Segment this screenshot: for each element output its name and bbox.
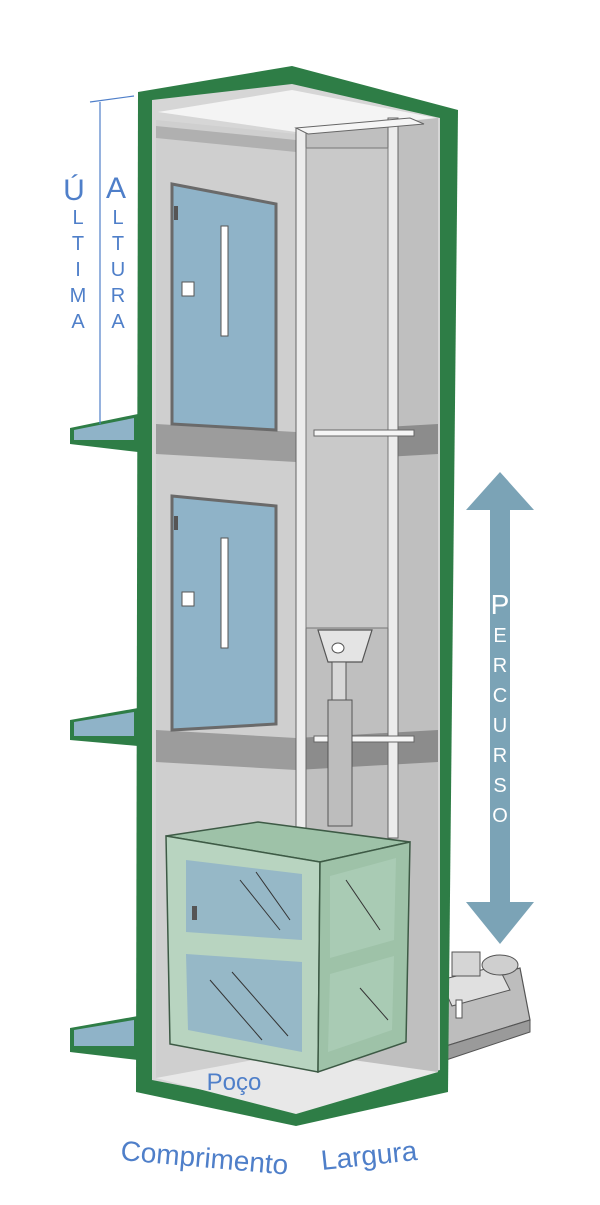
percurso-letter: E — [493, 625, 506, 647]
motor-pump-icon — [437, 951, 531, 1061]
ultima-altura-bracket — [89, 95, 135, 424]
poco-label: Poço — [207, 1069, 262, 1096]
landing-door-icon-lower — [170, 494, 278, 732]
ultima-letter: Ú — [63, 174, 85, 207]
altura-letter: A — [106, 172, 126, 205]
altura-letter: L — [112, 207, 123, 229]
altura-letter: R — [111, 285, 125, 307]
ultima-letter: T — [72, 233, 84, 255]
ultima-letter: A — [71, 311, 85, 333]
ultima-letter: I — [75, 259, 81, 281]
ultima-label: Ú L T I M A — [63, 174, 86, 333]
comprimento-label: Comprimento — [119, 1135, 289, 1181]
altura-letter: U — [111, 259, 125, 281]
altura-letter: A — [111, 311, 125, 333]
altura-letter: T — [112, 233, 124, 255]
ultima-letter: L — [72, 207, 83, 229]
landing-door-icon — [170, 182, 278, 432]
percurso-letter: P — [491, 589, 510, 620]
largura-label: Largura — [319, 1135, 419, 1176]
percurso-arrow — [466, 472, 534, 944]
altura-label: A L T U R A — [106, 172, 126, 333]
percurso-letter: R — [493, 655, 507, 677]
hydraulic-piston-icon — [317, 629, 373, 827]
percurso-letter: R — [493, 745, 507, 767]
percurso-letter: U — [493, 715, 507, 737]
floor-slabs — [70, 414, 138, 1060]
percurso-letter: O — [492, 805, 508, 827]
percurso-letter: C — [493, 685, 507, 707]
percurso-label: P E R C U R S O — [491, 589, 510, 827]
elevator-cabin-icon — [165, 821, 411, 1074]
ultima-letter: M — [70, 285, 87, 307]
percurso-letter: S — [493, 775, 506, 797]
